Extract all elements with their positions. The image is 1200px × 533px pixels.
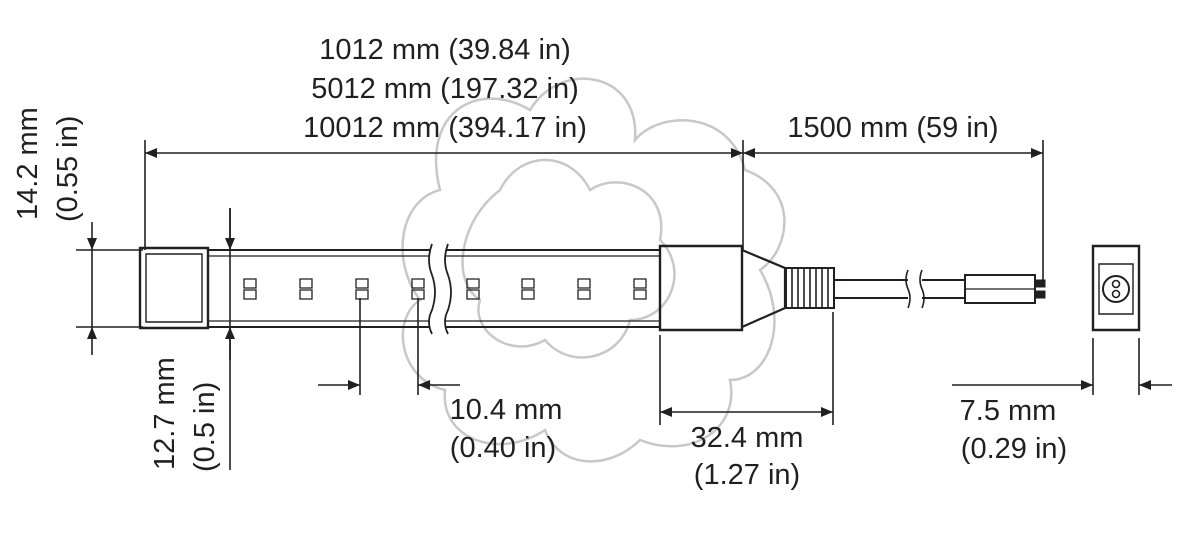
- profile-pin-bottom: [1113, 291, 1120, 298]
- led-chip: [578, 279, 590, 299]
- profile-outline: [1093, 246, 1139, 330]
- led-chip: [634, 279, 646, 299]
- watermark-logo: [403, 79, 785, 462]
- led-chip: [356, 279, 368, 299]
- cable: [834, 270, 1045, 308]
- height-in-label: (0.55 in): [52, 115, 84, 222]
- led-chip: [522, 279, 534, 299]
- end-cap-left: [140, 248, 208, 328]
- led-pitch-in-label: (0.40 in): [449, 432, 557, 464]
- led-chip: [244, 279, 256, 299]
- end-profile-view: [1093, 246, 1139, 330]
- length-label-line-2: 5012 mm (197.32 in): [311, 73, 579, 105]
- height-mm-label: 14.2 mm: [12, 107, 44, 220]
- profile-width-in-label: (0.29 in): [960, 433, 1068, 465]
- profile-cable-socket: [1103, 276, 1129, 302]
- cable-connector: [786, 268, 834, 308]
- width-mm-label: 12.7 mm: [149, 357, 181, 470]
- led-chip: [300, 279, 312, 299]
- length-label-line-1: 1012 mm (39.84 in): [319, 34, 571, 66]
- end-cap-right: [660, 246, 742, 330]
- width-in-label: (0.5 in): [189, 381, 221, 472]
- cable-length-label: 1500 mm (59 in): [787, 112, 999, 144]
- led-chip: [412, 279, 424, 299]
- profile-pin-top: [1113, 281, 1120, 288]
- strip-break-mark: [429, 244, 451, 334]
- end-cap-in-label: (1.27 in): [693, 459, 801, 491]
- end-cap-left-inner: [146, 254, 202, 322]
- wire-tip-bottom: [1035, 291, 1045, 298]
- profile-width-mm-label: 7.5 mm: [959, 395, 1057, 427]
- wire-tip-top: [1035, 280, 1045, 287]
- led-chips: [244, 279, 646, 299]
- profile-inner: [1099, 264, 1133, 314]
- cable-break-mark: [906, 270, 910, 308]
- cable-strain-relief: [742, 250, 785, 327]
- length-label-line-3: 10012 mm (394.17 in): [303, 112, 587, 144]
- end-cap-mm-label: 32.4 mm: [690, 422, 804, 454]
- led-pitch-mm-label: 10.4 mm: [449, 394, 563, 426]
- led-chip: [467, 279, 479, 299]
